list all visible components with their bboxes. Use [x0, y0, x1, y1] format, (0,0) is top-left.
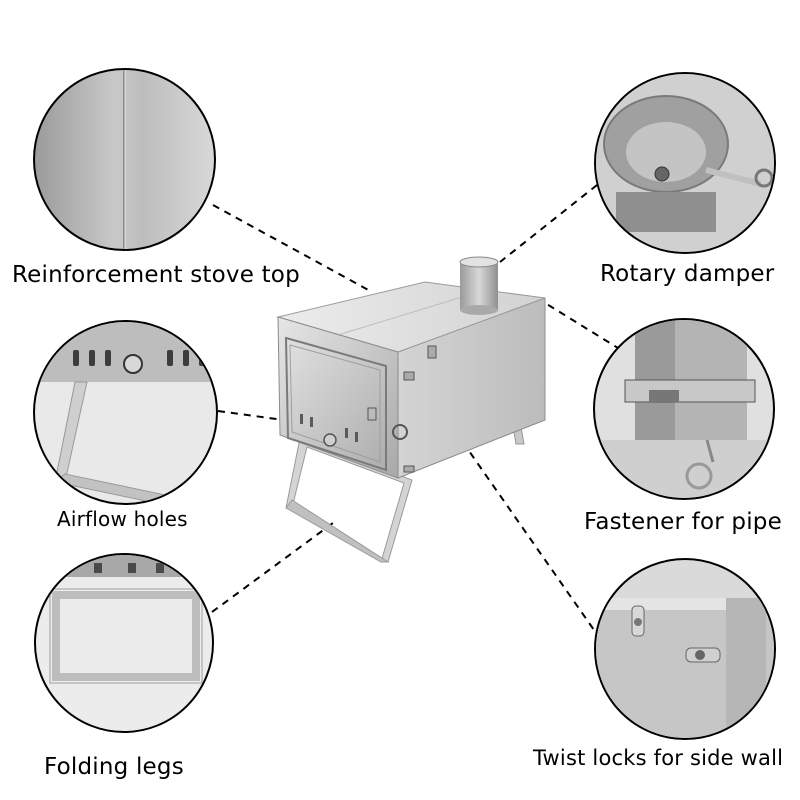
twist-lock-detail-drawing: [596, 598, 774, 738]
label-fastener-for-pipe: Fastener for pipe: [584, 509, 782, 535]
seam-line: [123, 70, 126, 249]
damper-detail-drawing: [596, 74, 774, 252]
legs-detail-drawing: [36, 555, 212, 684]
fastener-detail-drawing: [595, 320, 773, 498]
detail-circle-folding-legs: [34, 553, 214, 733]
leader-line-stove-top: [212, 204, 373, 293]
detail-circle-stove-top: [33, 68, 216, 251]
detail-circle-fastener: [593, 318, 775, 500]
label-airflow-holes: Airflow holes: [57, 507, 188, 531]
label-reinforcement-stove-top: Reinforcement stove top: [12, 262, 300, 288]
airflow-detail-drawing: [35, 322, 216, 503]
label-twist-locks-side-wall: Twist locks for side wall: [533, 746, 784, 770]
detail-circle-damper: [594, 72, 776, 254]
leader-line-fastener: [536, 297, 619, 349]
detail-circle-airflow: [33, 320, 218, 505]
detail-circle-twist-locks: [594, 558, 776, 740]
label-folding-legs: Folding legs: [44, 754, 184, 780]
label-rotary-damper: Rotary damper: [600, 261, 775, 287]
